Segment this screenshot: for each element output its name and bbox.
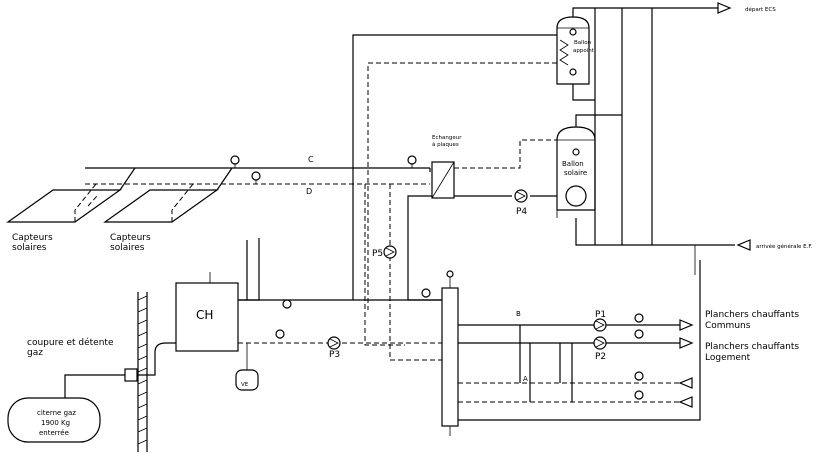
valve-b-label: B <box>516 310 521 318</box>
floor-heating-logement-label: Planchers chauffants <box>705 342 799 352</box>
backup-tank-label-2: appoint <box>573 48 595 54</box>
floor-heating-communs-label-2: Communs <box>705 321 751 331</box>
pump-p1-label: P1 <box>595 310 606 320</box>
gas-tank <box>7 397 101 443</box>
pump-p2-label: P2 <box>595 352 606 362</box>
sensor-d1 <box>251 171 261 184</box>
boiler-label: CH <box>196 308 213 322</box>
collector-1-label-2: solaires <box>12 243 47 253</box>
pump-p3 <box>327 336 341 350</box>
boiler-sensor <box>282 299 292 309</box>
gas-tank-label-3: enterrée <box>39 429 69 437</box>
cold-water-inlet-arrow <box>736 239 751 251</box>
dhw-outlet-arrow <box>717 2 732 14</box>
pump-p5-loop <box>389 184 442 361</box>
sensor-c2 <box>407 155 417 168</box>
line-d-label: D <box>306 187 312 196</box>
gas-shutoff-label-2: gaz <box>27 348 43 358</box>
backup-tank <box>556 16 590 85</box>
floor-heating-logement-label-2: Logement <box>705 353 751 363</box>
gas-tank-label-2: 1900 Kg <box>41 419 70 427</box>
pump-p3-label: P3 <box>329 350 340 360</box>
gas-pipe <box>64 342 176 398</box>
collector-2-label-2: solaires <box>110 243 145 253</box>
exchanger-label: Echangeur <box>432 135 462 141</box>
solar-collector-1 <box>6 189 122 223</box>
collector-1-label: Capteurs <box>12 233 53 243</box>
floor-heating-arrows <box>678 319 694 408</box>
backup-tank-supply <box>352 34 557 310</box>
expansion-vessel-label: VE <box>241 382 249 388</box>
sensor-c1 <box>230 155 240 168</box>
plate-heat-exchanger <box>431 161 455 199</box>
cold-water-inlet-label: arrivée générale E.F. <box>756 243 813 250</box>
boiler-ch <box>175 238 442 352</box>
pump-p2 <box>593 336 607 350</box>
solar-line-c <box>85 167 431 172</box>
pump-p1 <box>593 318 607 332</box>
pump-p4 <box>514 189 528 203</box>
gas-tank-label: citerne gaz <box>37 409 76 417</box>
valve-a-label: A <box>523 375 528 383</box>
expansion-vessel <box>235 343 259 391</box>
header-sensor <box>421 288 431 298</box>
solar-tank-label-2: solaire <box>564 169 587 177</box>
floor-heating-communs-label: Planchers chauffants <box>705 310 799 320</box>
distribution-lines <box>458 260 701 421</box>
collector-connections <box>74 167 233 222</box>
wall <box>137 292 148 452</box>
pump-p5 <box>383 245 397 259</box>
dhw-outlet-label: départ ECS <box>745 6 776 13</box>
solar-collector-2 <box>103 189 219 223</box>
collector-2-label: Capteurs <box>110 233 151 243</box>
backup-tank-label: Ballon <box>574 40 592 46</box>
boiler-return-sensor <box>275 329 285 339</box>
exchanger-label-2: à plaques <box>432 141 459 148</box>
solar-line-d <box>85 183 430 346</box>
hydraulic-separator <box>441 270 459 436</box>
line-c-label: C <box>308 155 314 164</box>
pump-p5-label: P5 <box>372 249 383 259</box>
solar-tank-label: Ballon <box>562 160 584 168</box>
gas-shutoff-label: coupure et détente <box>27 337 114 348</box>
dhw-lines <box>572 7 735 275</box>
exchanger-secondary <box>407 139 558 301</box>
distribution-sensors <box>634 313 644 400</box>
pump-p4-label: P4 <box>516 207 527 217</box>
